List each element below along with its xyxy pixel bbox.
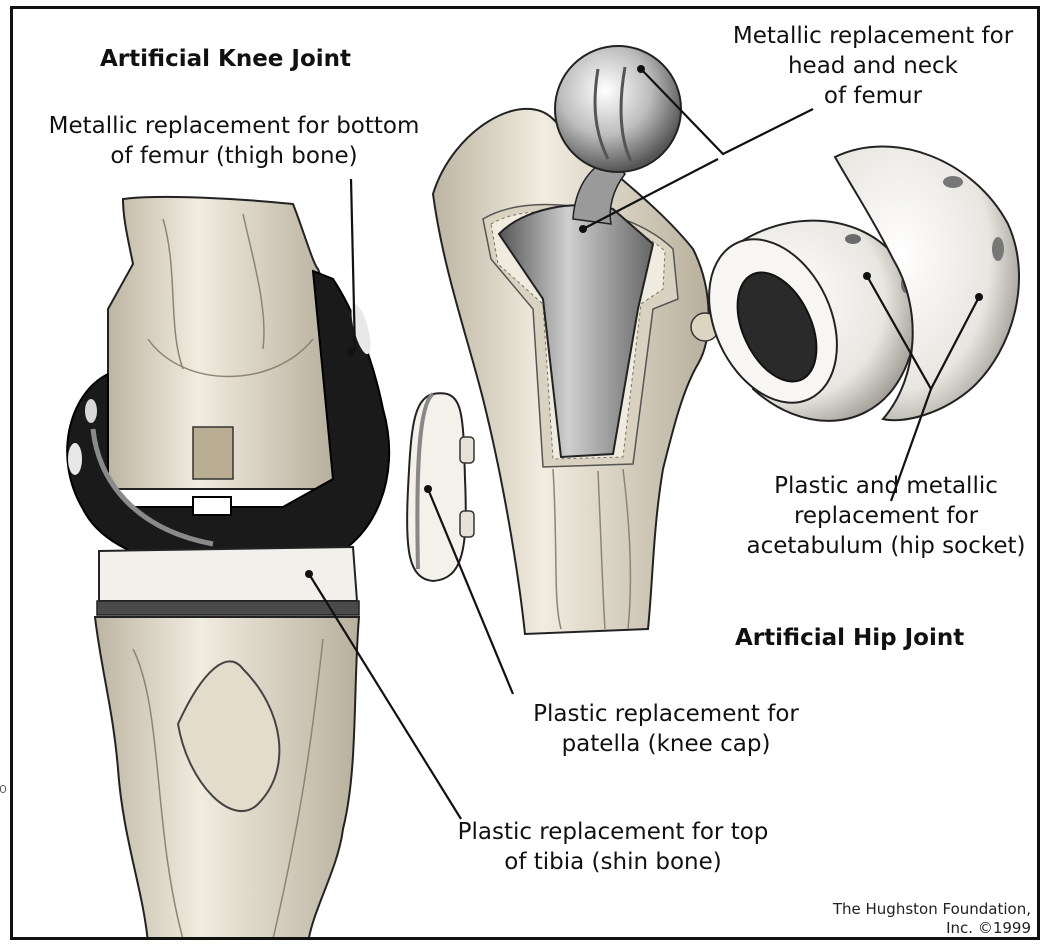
knee-joint-heading: Artificial Knee Joint — [100, 46, 351, 72]
label-acetabulum: Plastic and metallic replacement for ace… — [736, 471, 1036, 561]
label-tibia: Plastic replacement for top of tibia (sh… — [453, 817, 773, 877]
illustration-frame: Artificial Knee Joint Artificial Hip Joi… — [10, 6, 1040, 940]
hip-joint-heading: Artificial Hip Joint — [735, 625, 964, 651]
tibial-insert — [99, 547, 357, 601]
stray-mark — [0, 785, 6, 793]
copyright-credit: The Hughston Foundation, Inc. ©1999 — [771, 900, 1031, 938]
label-femur-bottom: Metallic replacement for bottom of femur… — [29, 111, 439, 171]
acetabular-cup — [684, 219, 915, 424]
label-femur-head-neck: Metallic replacement for head and neck o… — [703, 21, 1040, 111]
label-patella: Plastic replacement for patella (knee ca… — [516, 699, 816, 759]
femoral-head-ball — [555, 46, 681, 172]
